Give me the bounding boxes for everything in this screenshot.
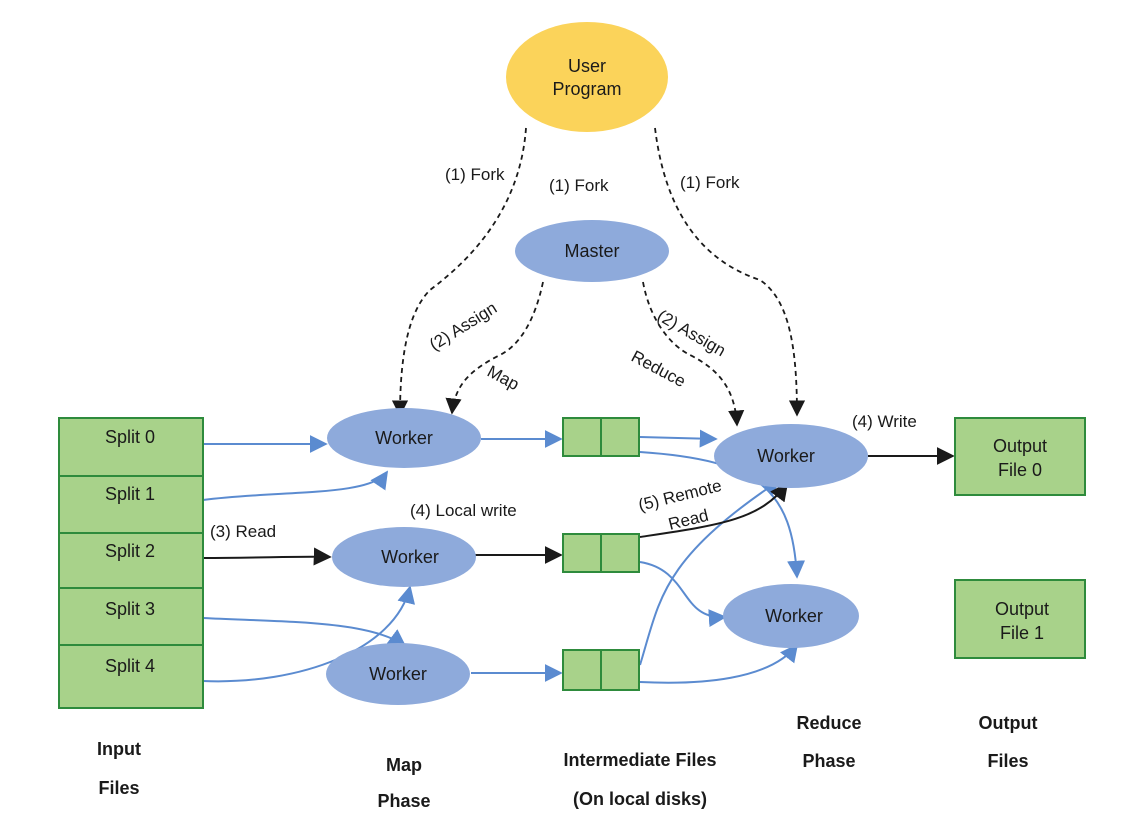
- assign-map-label-2: Map: [484, 362, 522, 394]
- phase-output-line-2: Files: [987, 751, 1028, 771]
- intermediate2-to-reduce1-arrow: [639, 643, 799, 684]
- assign-reduce-label-2: Reduce: [628, 347, 689, 391]
- output-file-1-label-2: File 1: [1000, 623, 1044, 643]
- split-2-box: [58, 532, 204, 589]
- phase-output-line-1: Output: [979, 713, 1038, 733]
- intermediate-file-1: [562, 533, 640, 573]
- write-label: (4) Write: [852, 412, 917, 431]
- reduce-worker-1-label: Worker: [765, 606, 823, 626]
- split-4-box: [58, 644, 204, 709]
- split-0-box: [58, 417, 204, 477]
- read-label: (3) Read: [210, 522, 276, 541]
- map-worker-1: Worker: [332, 527, 476, 587]
- assign-map-arrow: [445, 281, 544, 415]
- phase-input-line-2: Files: [98, 778, 139, 798]
- split3-to-worker-arrow: [202, 617, 407, 648]
- map-worker-0-label: Worker: [375, 428, 433, 448]
- fork-center-label: (1) Fork: [549, 176, 609, 195]
- output-file-0-label-1: Output: [993, 436, 1047, 456]
- map-worker-0: Worker: [327, 408, 481, 468]
- output-file-0-label-2: File 0: [998, 460, 1042, 480]
- remote-read-arrow: [639, 482, 789, 538]
- intermediate-file-2: [562, 649, 640, 691]
- intermediate2-to-reduce0-arrow: [639, 479, 782, 666]
- split-1-box: [58, 475, 204, 534]
- user-program-node: User Program: [506, 22, 668, 132]
- map-worker-2-label: Worker: [369, 664, 427, 684]
- split-2-label: Split 2: [105, 541, 155, 561]
- master-label: Master: [564, 241, 619, 261]
- user-program-label-1: User: [568, 56, 606, 76]
- assign-map-label-1: (2) Assign: [426, 298, 500, 354]
- fork-right-label: (1) Fork: [680, 173, 740, 192]
- master-node: Master: [515, 220, 669, 282]
- output-file-0: Output File 0: [954, 417, 1086, 496]
- user-program-label-2: Program: [552, 79, 621, 99]
- fork-arrow-right: [654, 127, 806, 417]
- map-worker-1-label: Worker: [381, 547, 439, 567]
- output-file-1: Output File 1: [954, 579, 1086, 659]
- split-3-box: [58, 587, 204, 646]
- read-arrow: [202, 547, 332, 566]
- output-file-1-label-1: Output: [995, 599, 1049, 619]
- split-0-label: Split 0: [105, 427, 155, 447]
- intermediate1-to-reduce1-arrow: [639, 561, 727, 628]
- phase-reduce-line-1: Reduce: [796, 713, 861, 733]
- phase-intermediate-line-1: Intermediate Files: [563, 750, 716, 770]
- split-4-label: Split 4: [105, 656, 155, 676]
- phase-reduce-line-2: Phase: [802, 751, 855, 771]
- split-1-label: Split 1: [105, 484, 155, 504]
- intermediate0-to-reduce0-arrow: [639, 429, 718, 448]
- local-write-label: (4) Local write: [410, 501, 517, 520]
- phase-map-line-2: Phase: [377, 791, 430, 811]
- split-3-label: Split 3: [105, 599, 155, 619]
- intermediate-file-0: [562, 417, 640, 457]
- reduce-worker-1: Worker: [723, 584, 859, 648]
- reduce-worker-0-label: Worker: [757, 446, 815, 466]
- reduce-worker-0: Worker: [714, 424, 868, 488]
- remote-read-label-1: (5) Remote: [636, 476, 723, 515]
- phase-intermediate-line-2: (On local disks): [573, 789, 707, 809]
- split1-to-worker-arrow: [202, 470, 389, 501]
- fork-left-label: (1) Fork: [445, 165, 505, 184]
- fork-arrow-left: [391, 127, 527, 417]
- input-files-stack: Split 0 Split 1 Split 2 Split 3 Split 4: [58, 417, 204, 709]
- map-worker-2: Worker: [326, 643, 470, 705]
- phase-map-line-1: Map: [386, 755, 422, 775]
- phase-input-line-1: Input: [97, 739, 141, 759]
